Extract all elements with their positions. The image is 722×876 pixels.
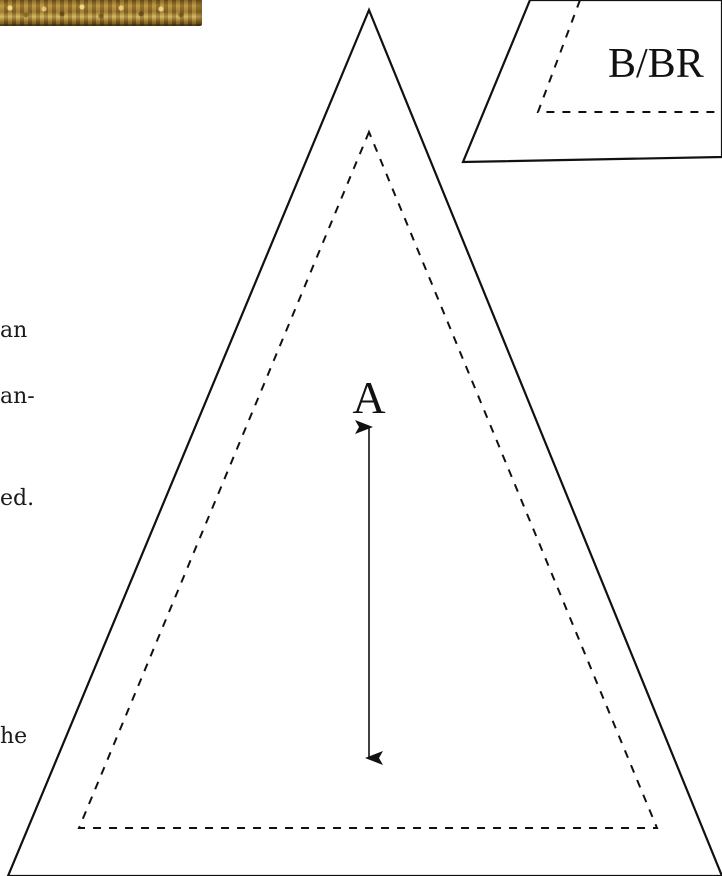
pattern-piece-b: B/BR [461,0,722,164]
piece-b-outer-outline [461,0,722,164]
margin-text-line: an- [0,384,35,409]
piece-a-label: A [352,372,385,423]
piece-a-stitch-line [77,129,659,829]
piece-b-stitch-line [536,0,722,113]
margin-text-line: an [0,318,28,343]
piece-b-label: B/BR [608,41,704,87]
pattern-piece-a: A [6,7,722,876]
ornament-frame [0,0,202,26]
margin-text-line: ed. [0,486,35,511]
margin-text-line: he [0,724,28,749]
